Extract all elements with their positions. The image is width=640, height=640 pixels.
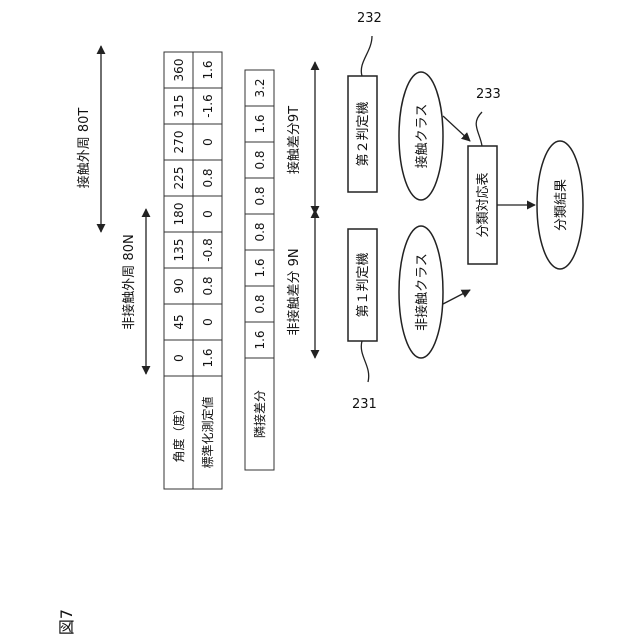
angle-value: 360 xyxy=(172,59,186,82)
adjacent-difference-table: 隣接差分 1.6 0.8 1.6 0.8 0.8 0.8 1.6 3.2 xyxy=(245,70,274,470)
normalized-value: 0 xyxy=(201,210,215,218)
second-judge-label: 第２判定機 xyxy=(356,101,371,166)
angle-value: 45 xyxy=(172,314,186,329)
contact-outer-label: 接触外周 80T xyxy=(76,108,92,189)
angle-value: 225 xyxy=(172,167,186,190)
noncontact-diff-label: 非接触差分 9N xyxy=(286,248,302,335)
diff-value: 1.6 xyxy=(253,258,267,277)
angle-value: 180 xyxy=(172,203,186,226)
ref-231: 231 xyxy=(352,397,377,412)
angle-value: 90 xyxy=(172,278,186,293)
contact-class-label: 接触クラス xyxy=(414,104,430,169)
angle-header: 角度（度） xyxy=(171,402,186,462)
diff-value: 0.8 xyxy=(253,294,267,313)
normalized-value: 0.8 xyxy=(201,276,215,295)
classification-table-label: 分類対応表 xyxy=(476,172,491,237)
angle-value: 135 xyxy=(172,239,186,262)
diff-value: 0.8 xyxy=(253,150,267,169)
diff-header: 隣接差分 xyxy=(252,390,267,438)
normalized-value-header: 標準化測定値 xyxy=(200,396,215,468)
arrow-contact-to-table xyxy=(443,116,470,141)
ref-231-leader xyxy=(361,341,368,382)
angle-value: 270 xyxy=(172,131,186,154)
ref-232: 232 xyxy=(357,11,382,26)
normalized-value: 1.6 xyxy=(201,60,215,79)
noncontact-class-label: 非接触クラス xyxy=(414,253,430,331)
normalized-value: -0.8 xyxy=(201,238,215,261)
diff-value: 1.6 xyxy=(253,330,267,349)
first-judge-label: 第１判定機 xyxy=(356,252,371,317)
diff-value: 3.2 xyxy=(253,78,267,97)
measurement-table: 角度（度） 0 45 90 135 180 225 270 315 360 標準化測定値 1.6 0 0.… xyxy=(164,52,222,489)
normalized-value: -1.6 xyxy=(201,94,215,117)
normalized-value: 0 xyxy=(201,318,215,326)
diff-value: 0.8 xyxy=(253,186,267,205)
contact-diff-label: 接触差分9T xyxy=(286,106,302,174)
noncontact-outer-label: 非接触外周 80N xyxy=(121,234,137,329)
result-label: 分類結果 xyxy=(554,179,569,231)
diff-value: 0.8 xyxy=(253,222,267,241)
angle-value: 315 xyxy=(172,95,186,118)
angle-value: 0 xyxy=(172,354,186,362)
ref-232-leader xyxy=(361,36,372,76)
normalized-value: 0 xyxy=(201,138,215,146)
figure-label: 図7 xyxy=(57,609,76,635)
normalized-value: 0.8 xyxy=(201,168,215,187)
diff-value: 1.6 xyxy=(253,114,267,133)
arrow-noncontact-to-table xyxy=(443,290,470,304)
ref-233: 233 xyxy=(476,87,501,102)
ref-233-leader xyxy=(476,112,482,146)
normalized-value: 1.6 xyxy=(201,348,215,367)
